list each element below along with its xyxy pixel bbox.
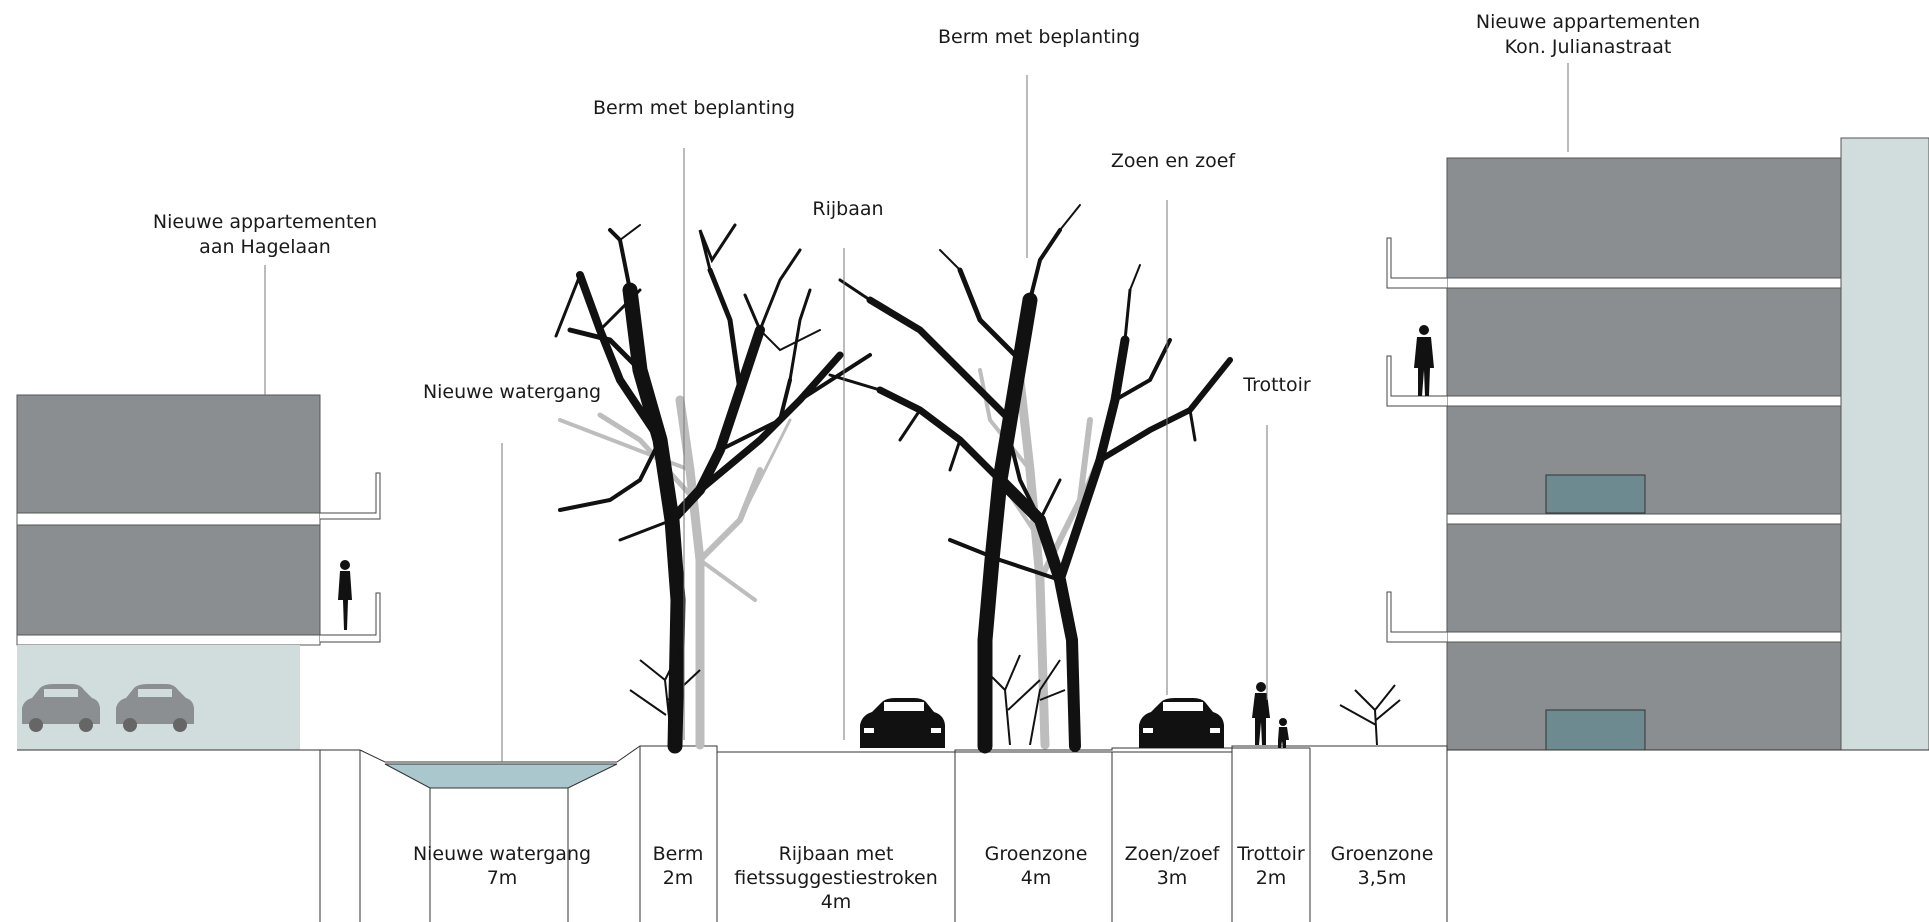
person-silhouette-left [338, 560, 352, 630]
zone-groenzone-1: Groenzone 4m [985, 842, 1088, 890]
pedestrians-trottoir [1252, 682, 1289, 748]
label-rijbaan: Rijbaan [812, 198, 884, 220]
zone-trottoir: Trottoir 2m [1237, 842, 1304, 890]
car-parked-1 [22, 684, 100, 732]
right-building [1386, 137, 1929, 751]
label-julianastraat: Nieuwe appartementen Kon. Julianastraat [1476, 10, 1700, 60]
zone-width: 3,5m [1357, 867, 1407, 889]
label-trottoir: Trottoir [1243, 374, 1311, 396]
label-hagelaan: Nieuwe appartementen aan Hagelaan [153, 210, 377, 260]
car-zoen-zoef [1139, 698, 1224, 748]
zone-width: 4m [1020, 867, 1052, 889]
shrub-middle [979, 654, 1066, 746]
leader-lines [264, 63, 1569, 762]
zone-groenzone-2: Groenzone 3,5m [1331, 842, 1434, 890]
zone-extra: 4m [820, 891, 852, 913]
zone-name: Groenzone [984, 843, 1088, 865]
ground-line [17, 745, 1929, 922]
zone-width: 3m [1156, 867, 1188, 889]
zone-name: Berm [652, 843, 704, 865]
zone-name: Rijbaan met [778, 843, 894, 865]
label-julianastraat-line2: Kon. Julianastraat [1504, 36, 1672, 58]
zone-width: 2m [1255, 867, 1287, 889]
car-road [860, 698, 945, 748]
shrub-right [1339, 684, 1401, 746]
zone-name: Groenzone [1330, 843, 1434, 865]
label-hagelaan-line1: Nieuwe appartementen [152, 211, 378, 233]
water-channel [384, 763, 618, 789]
zone-width: 7m [486, 867, 518, 889]
zone-width: fietssuggestiestroken [734, 867, 938, 889]
tree-left [554, 223, 872, 754]
label-watergang: Nieuwe watergang [422, 381, 602, 403]
zone-watergang: Nieuwe watergang 7m [413, 842, 591, 890]
zone-width: 2m [662, 867, 694, 889]
zone-zoen-zoef: Zoen/zoef 3m [1125, 842, 1220, 890]
label-hagelaan-line2: aan Hagelaan [199, 236, 331, 258]
label-berm-right: Berm met beplanting [937, 26, 1141, 48]
zone-name: Trottoir [1237, 843, 1305, 865]
zone-name: Nieuwe watergang [412, 843, 592, 865]
zone-name: Zoen/zoef [1124, 843, 1220, 865]
zone-rijbaan: Rijbaan met fietssuggestiestroken 4m [734, 842, 938, 914]
label-zoen: Zoen en zoef [1110, 150, 1236, 172]
car-parked-2 [116, 684, 194, 732]
zone-berm: Berm 2m [653, 842, 704, 890]
tree-right [828, 204, 1233, 754]
label-julianastraat-line1: Nieuwe appartementen [1475, 11, 1701, 33]
shrub-left [629, 649, 701, 746]
label-berm-left: Berm met beplanting [592, 97, 796, 119]
person-silhouette-right [1414, 325, 1434, 396]
